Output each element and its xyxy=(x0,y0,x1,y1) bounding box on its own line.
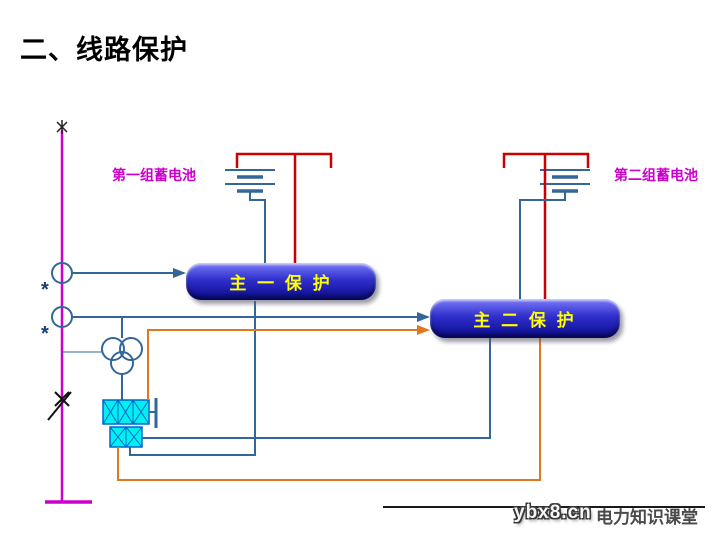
dc-positive-wires xyxy=(235,152,590,299)
bus-top-mark xyxy=(56,120,68,134)
battery2-feed-wire xyxy=(519,191,566,299)
ct1-polarity-mark: * xyxy=(41,279,49,301)
ct2-polarity-mark: * xyxy=(41,323,49,345)
mechanism-to-protection2-wire xyxy=(147,325,430,400)
battery2-label: 第二组蓄电池 xyxy=(614,167,698,183)
protection1-trip-wire xyxy=(129,301,256,456)
vt-branch-wire xyxy=(62,317,123,400)
battery1-symbol xyxy=(225,169,275,193)
battery1-label: 第一组蓄电池 xyxy=(112,167,196,183)
watermark-site-name: 电力知识课堂 xyxy=(596,508,698,527)
ct1-to-protection1-wire xyxy=(72,268,186,278)
watermark-logo: ybx8.cn xyxy=(514,502,592,523)
circuit-breaker-symbol xyxy=(47,391,72,421)
breaker-mechanism xyxy=(102,398,158,448)
voltage-transformer-symbol xyxy=(101,337,143,375)
protection-box-main2: 主 二 保 护 xyxy=(430,299,620,338)
page-title: 二、线路保护 xyxy=(20,35,188,65)
footer-divider-line xyxy=(383,506,705,508)
battery1-feed-wire xyxy=(249,191,266,263)
protection2-trip-wire xyxy=(142,338,491,439)
protection-box-main1: 主 一 保 护 xyxy=(186,263,376,300)
bus-bar xyxy=(45,130,92,504)
ct2-to-protection2-wire xyxy=(72,312,430,322)
battery2-symbol xyxy=(540,169,590,193)
protection2-return-wire xyxy=(117,338,541,481)
